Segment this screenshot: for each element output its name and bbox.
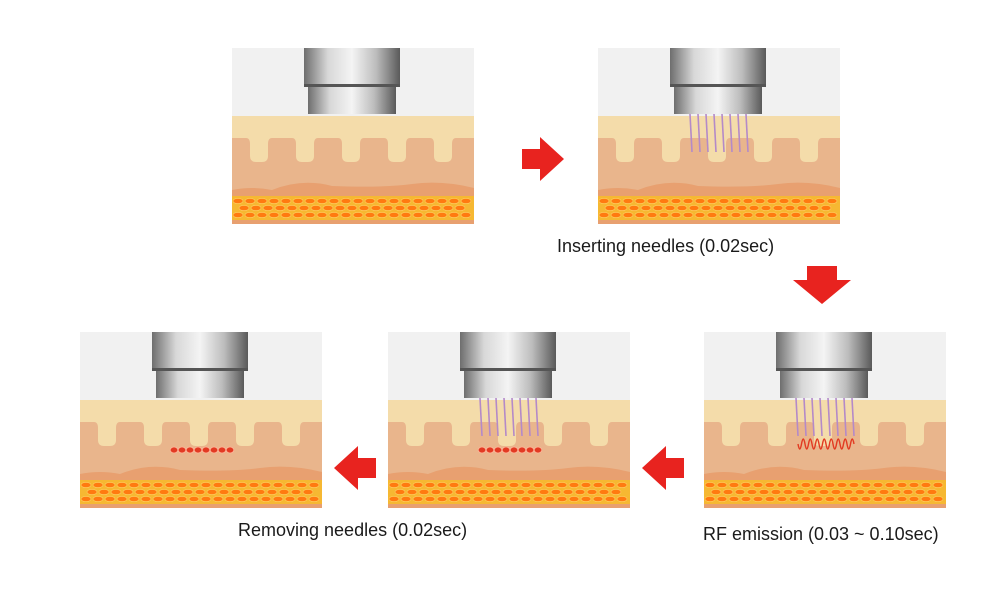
rf-wave: [797, 438, 855, 450]
needles: [689, 113, 749, 153]
needles: [479, 397, 539, 437]
dermis: [598, 138, 840, 198]
skin-diagram: [388, 332, 630, 508]
fat-cells: [80, 482, 320, 502]
panel-step-4-coagulation: [388, 332, 630, 508]
skin-diagram: [598, 48, 840, 224]
handpiece: [776, 332, 872, 398]
arrow-down-icon: [793, 266, 851, 309]
fat-cells: [232, 198, 472, 218]
handpiece: [460, 332, 556, 398]
handpiece: [670, 48, 766, 114]
fat-cells: [704, 482, 944, 502]
arrow-right-icon: [522, 137, 564, 186]
handpiece: [304, 48, 400, 114]
handpiece: [152, 332, 248, 398]
fat-cells: [598, 198, 838, 218]
fat-cells: [388, 482, 628, 502]
skin-diagram: [704, 332, 946, 508]
needles: [795, 397, 855, 437]
arrow-left-icon: [334, 446, 376, 495]
caption-rf-emission: RF emission (0.03 ~ 0.10sec): [703, 524, 939, 544]
skin-diagram: [80, 332, 322, 508]
panel-step-5-removing: [80, 332, 322, 508]
coagulation-zones: [477, 446, 543, 454]
skin-diagram: [232, 48, 474, 224]
arrow-left-icon: [642, 446, 684, 495]
panel-step-2-inserting: [598, 48, 840, 224]
coagulation-zones: [169, 446, 235, 454]
dermis: [704, 422, 946, 482]
panel-step-3-rf-emission: [704, 332, 946, 508]
dermis: [232, 138, 474, 198]
caption-inserting-needles: Inserting needles (0.02sec): [557, 236, 775, 256]
caption-removing-needles: Removing needles (0.02sec): [238, 520, 468, 540]
panel-step-1-initial: [232, 48, 474, 224]
